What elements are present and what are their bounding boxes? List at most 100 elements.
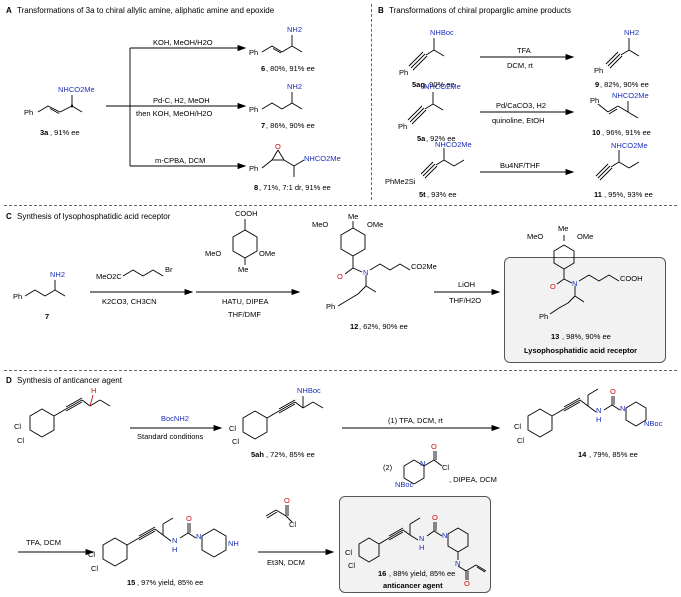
- atom-12-meo: MeO: [312, 220, 329, 229]
- atom-16-n: N: [442, 531, 448, 540]
- divider-ab: [371, 4, 372, 200]
- reagent-b1a: TFA: [517, 46, 531, 55]
- atom-14-o: O: [610, 387, 616, 396]
- label-6: 6: [261, 64, 266, 73]
- atom-16-o2: O: [464, 579, 470, 588]
- atom-cc-cl: Cl: [442, 463, 450, 472]
- divider-cd: [4, 370, 677, 371]
- structure-6: [261, 35, 303, 54]
- label-10-yield: , 96%, 91% ee: [602, 128, 651, 137]
- reagent-c3a: LiOH: [458, 280, 476, 289]
- label-3a: 3a: [40, 128, 49, 137]
- reagent-c1b: K2CO3, CH3CN: [102, 297, 157, 306]
- atom-15-cl1: Cl: [88, 550, 96, 559]
- label-13-yield: , 98%, 90% ee: [562, 332, 611, 341]
- atom-15-cl2: Cl: [91, 564, 99, 573]
- scheme-b-arrow-1: [480, 53, 575, 61]
- atom-8-ph: Ph: [249, 164, 259, 173]
- atom-16-cl1: Cl: [345, 548, 353, 557]
- atom-16-o: O: [432, 513, 438, 522]
- scheme-c-arrow-1: [90, 288, 194, 296]
- label-5ah: 5ah: [251, 450, 264, 459]
- structure-14: [527, 388, 647, 438]
- label-16: 16: [378, 569, 387, 578]
- label-16-yield: , 88% yield, 85% ee: [389, 569, 456, 578]
- atom-15-h: H: [172, 545, 178, 554]
- label-10: 10: [592, 128, 601, 137]
- label-5ag-yield: , 90% ee: [425, 80, 455, 89]
- scheme-b-arrow-3: [480, 168, 575, 176]
- section-c-letter: C: [6, 212, 12, 221]
- scheme-c-arrow-3: [434, 288, 501, 296]
- atom-12-ome: OMe: [367, 220, 384, 229]
- atom-5ag-nhboc: NHBoc: [430, 28, 454, 37]
- atom-10-ph: Ph: [590, 96, 600, 105]
- label-5a-yield: , 92% ee: [426, 134, 456, 143]
- atom-13-cooh: COOH: [620, 274, 643, 283]
- reagent-d1a: BocNH2: [161, 414, 189, 423]
- label-c7: 7: [45, 312, 50, 321]
- atom-14-cl2: Cl: [517, 436, 525, 445]
- atom-3a-ph: Ph: [24, 108, 34, 117]
- product-13-box: [504, 257, 666, 363]
- label-16-name: anticancer agent: [383, 581, 443, 590]
- structure-5a: [407, 92, 444, 125]
- reagent-b2a: Pd/CaCO3, H2: [496, 101, 547, 110]
- label-5a: 5a: [417, 134, 426, 143]
- structure-11: [595, 150, 640, 181]
- atom-5a-ph: Ph: [398, 122, 408, 131]
- reagent-a1: KOH, MeOH/H2O: [153, 38, 213, 47]
- structure-3a: [37, 95, 83, 114]
- reagent-d1b: Standard conditions: [137, 432, 204, 441]
- atom-13-meo: MeO: [527, 232, 544, 241]
- atom-5ag-ph: Ph: [399, 68, 409, 77]
- atom-5ah-cl2: Cl: [232, 437, 240, 446]
- atom-16-h: H: [419, 543, 425, 552]
- reagent-b1b: DCM, rt: [507, 61, 533, 70]
- label-12-yield: , 62%, 90% ee: [359, 322, 408, 331]
- label-14: 14: [578, 450, 587, 459]
- atom-8-o: O: [275, 142, 281, 151]
- structure-13: [549, 235, 620, 315]
- atom-acid-cooh: COOH: [235, 209, 258, 218]
- label-3a-yield: , 91% ee: [50, 128, 80, 137]
- label-14-yield: , 79%, 85% ee: [589, 450, 638, 459]
- label-13-name: Lysophosphatidic acid receptor: [524, 346, 638, 355]
- atom-15-n: N: [196, 532, 202, 541]
- reagent-d2c: , DIPEA, DCM: [449, 475, 497, 484]
- atom-12-n: N: [363, 268, 369, 277]
- atom-9-nh2: NH2: [624, 28, 640, 37]
- scheme-a-arrows: [106, 44, 247, 170]
- structure-5ag: [408, 38, 445, 71]
- atom-6-ph: Ph: [249, 48, 259, 57]
- label-5ah-yield: , 72%, 85% ee: [266, 450, 315, 459]
- structure-5t: [420, 148, 465, 179]
- atom-cc-n: N: [420, 459, 426, 468]
- reagent-d4: Et3N, DCM: [267, 558, 305, 567]
- reagent-carbamoyl-chloride: [403, 451, 443, 485]
- label-7: 7: [261, 121, 266, 130]
- atom-dsm-h: H: [91, 386, 97, 395]
- label-9-yield: , 82%, 90% ee: [600, 80, 649, 89]
- reagent-a2b: then KOH, MeOH/H2O: [136, 109, 213, 118]
- atom-3a-nhco2me: NHCO2Me: [58, 85, 95, 94]
- atom-14-cl1: Cl: [514, 422, 522, 431]
- atom-13-n: N: [572, 279, 578, 288]
- atom-6-nh2: NH2: [287, 25, 303, 34]
- reagent-b3: Bu4NF/THF: [500, 161, 541, 170]
- structure-16: [358, 517, 487, 580]
- atom-acid-meo-l: MeO: [205, 249, 222, 258]
- reagent-acid: [232, 219, 258, 265]
- atom-9-ph: Ph: [594, 66, 604, 75]
- section-d-letter: D: [6, 376, 12, 385]
- reagent-d3: TFA, DCM: [26, 538, 61, 547]
- scheme-d-arrow-1: [130, 424, 223, 432]
- label-9: 9: [595, 80, 600, 89]
- label-5t-yield: , 93% ee: [427, 190, 457, 199]
- atom-12-o: O: [337, 272, 343, 281]
- atom-15-nh2: NH: [228, 539, 239, 548]
- atom-12-ph: Ph: [326, 302, 336, 311]
- structure-d-sm: [29, 394, 111, 438]
